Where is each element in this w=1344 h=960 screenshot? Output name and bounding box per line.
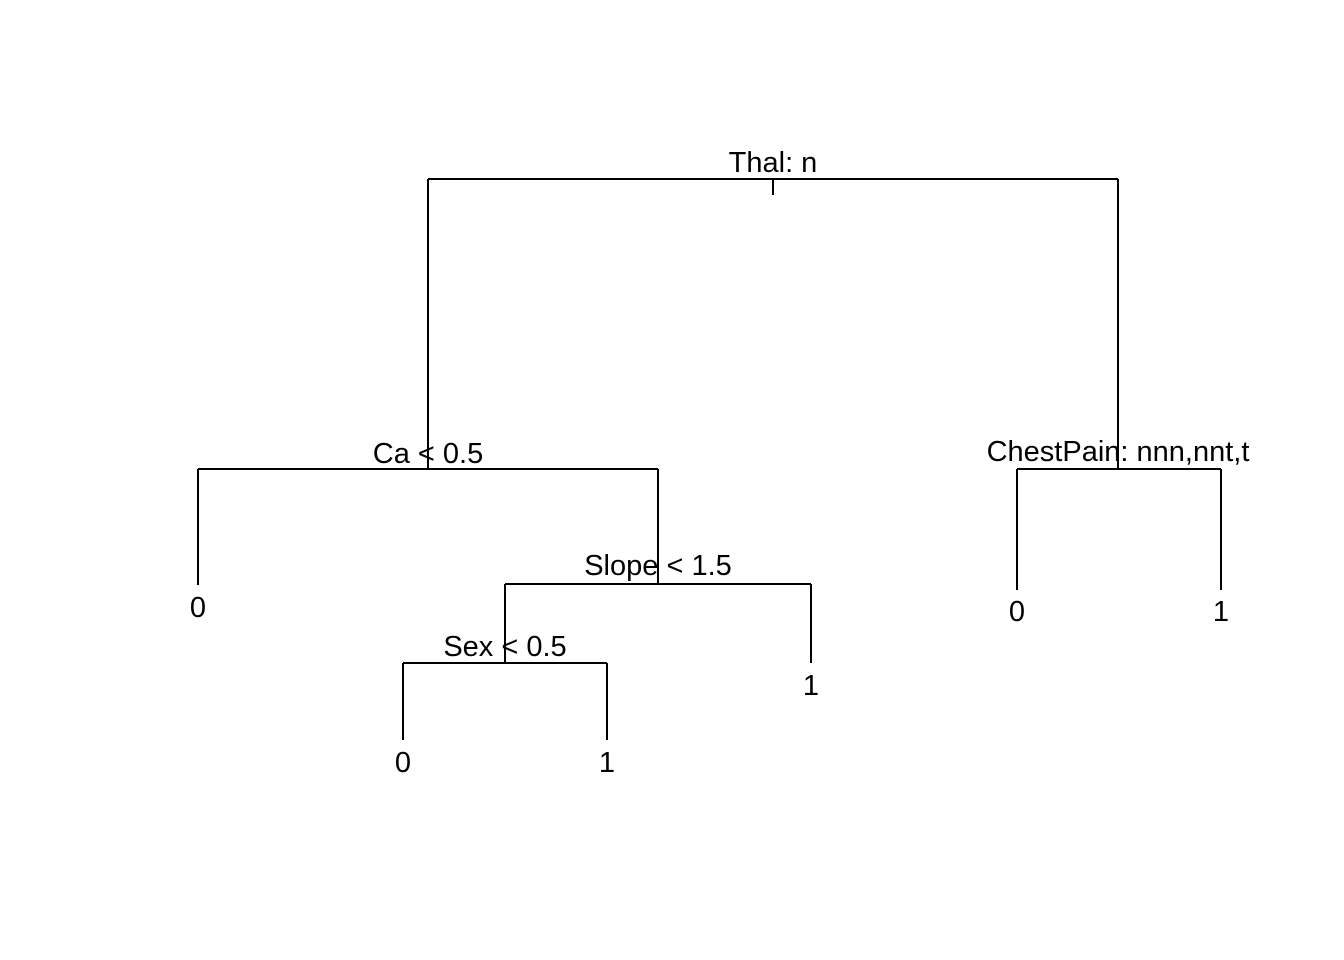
split-label-sex: Sex < 0.5 — [443, 631, 566, 663]
split-label-chestpain: ChestPain: nnn,nnt,t — [987, 436, 1250, 468]
leaf-label-sex-left: 0 — [395, 747, 411, 779]
split-label-ca: Ca < 0.5 — [373, 438, 483, 470]
leaf-label-slope-right: 1 — [803, 670, 819, 702]
split-label-thal: Thal: n — [729, 147, 818, 179]
split-label-slope: Slope < 1.5 — [584, 550, 732, 582]
leaf-label-chestpain-right: 1 — [1213, 596, 1229, 628]
leaf-label-ca-left: 0 — [190, 592, 206, 624]
leaf-label-sex-right: 1 — [599, 747, 615, 779]
leaf-label-chestpain-left: 0 — [1009, 596, 1025, 628]
